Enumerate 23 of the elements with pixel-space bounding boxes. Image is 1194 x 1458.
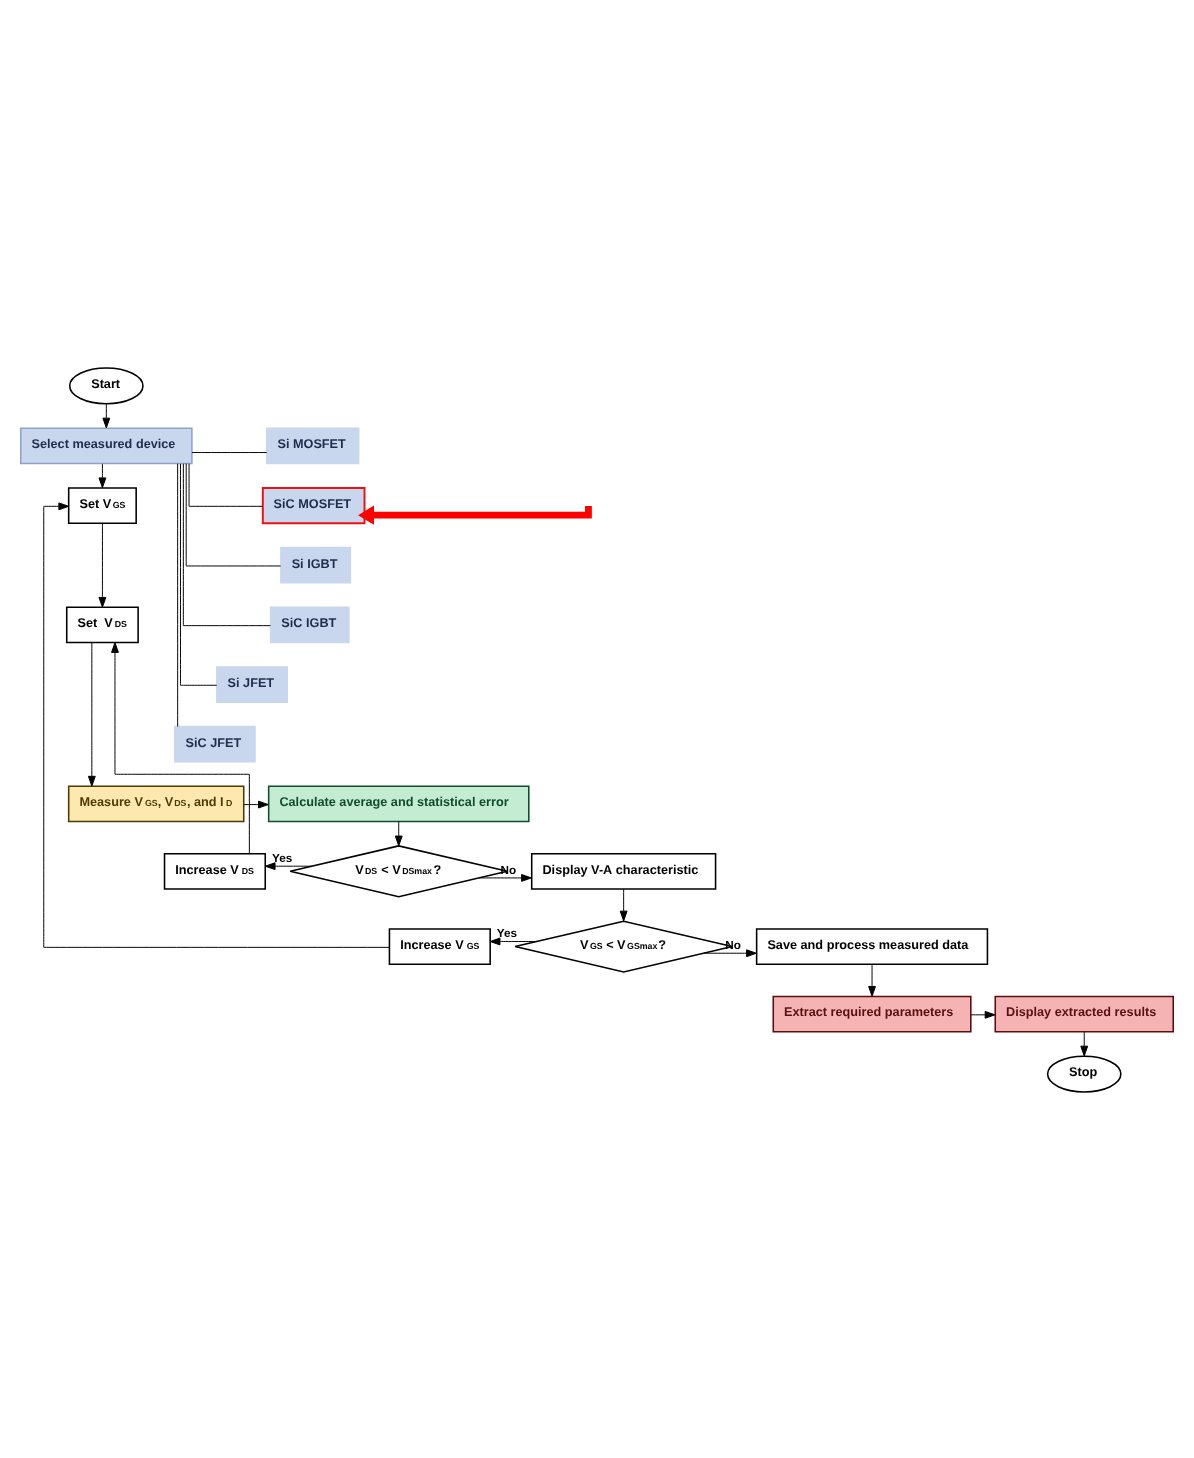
arrow [478, 873, 532, 881]
arrow [1080, 1030, 1089, 1056]
arrow [868, 962, 876, 996]
arrow [43, 501, 390, 947]
arrow [111, 641, 250, 853]
arrow [358, 504, 592, 524]
arrow [394, 820, 403, 846]
arrow [87, 641, 96, 786]
connector [177, 462, 179, 726]
arrow [970, 1009, 996, 1018]
arrow [243, 799, 269, 808]
connector [188, 462, 264, 506]
connector [191, 451, 268, 453]
arrow [489, 936, 538, 945]
arrow [98, 462, 107, 488]
connector [182, 462, 271, 626]
arrow [619, 887, 628, 921]
arrow [703, 948, 757, 957]
arrow [98, 521, 107, 607]
connector [180, 462, 218, 685]
arrow [264, 861, 313, 870]
connector [185, 462, 282, 566]
arrow [102, 402, 111, 428]
